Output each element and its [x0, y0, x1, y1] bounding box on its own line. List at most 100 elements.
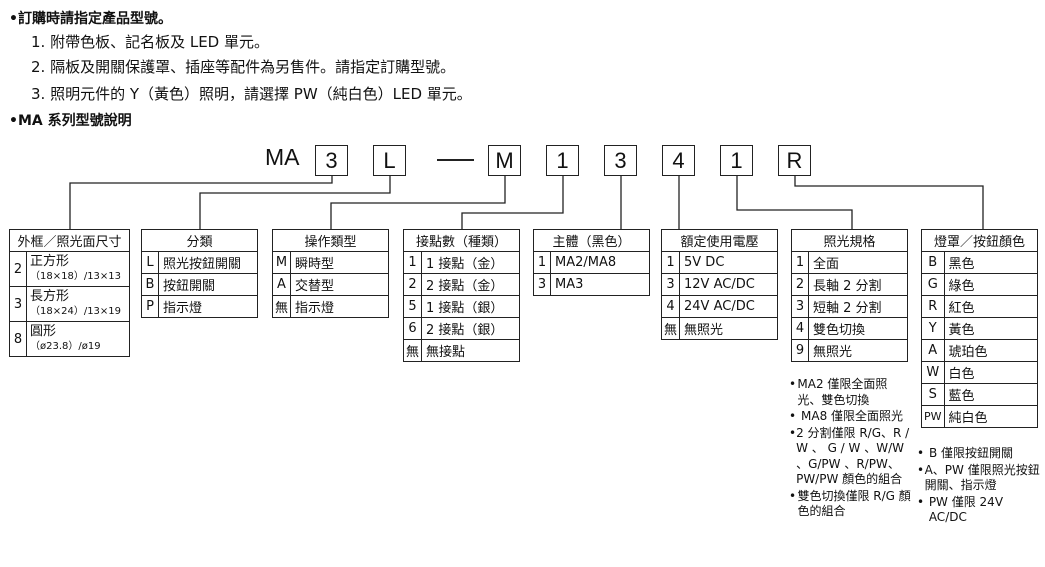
frame-dimensions: （ø23.8）/ø19 [30, 341, 101, 352]
lighting-label: 無照光 [808, 339, 908, 362]
category-code: L [141, 251, 159, 274]
category-label: 按鈕開關 [158, 273, 258, 296]
operation-header: 操作類型 [272, 229, 389, 252]
footnote-item: 2 分割僅限 R/G、R / W 、 G / W 、W/W 、G/PW 、R/P… [796, 425, 910, 487]
voltage-header: 額定使用電壓 [661, 229, 778, 252]
code-box-category: L [373, 145, 406, 176]
color-label: 綠色 [943, 273, 1039, 296]
body-code: 3 [533, 273, 551, 296]
model-prefix: MA [265, 144, 300, 170]
note-3: 3. 照明元件的 Y（黃色）照明，請選擇 PW（純白色）LED 單元。 [31, 85, 472, 103]
contacts-label: 2 接點（金） [421, 273, 520, 296]
color-label: 琥珀色 [943, 339, 1039, 362]
frame-dimensions: （18×24）/13×19 [30, 306, 122, 317]
color-code: W [921, 361, 945, 384]
voltage-code: 4 [660, 295, 681, 318]
footnote-item: 雙色切換僅限 R/G 顏色的組合 [797, 488, 911, 519]
color-code: PW [921, 405, 945, 428]
contacts-header: 接點數（種類） [403, 229, 520, 252]
lighting-code: 9 [791, 339, 809, 362]
category-code: P [141, 295, 159, 318]
voltage-label: 24V AC/DC [679, 295, 778, 318]
operation-code: A [271, 273, 292, 296]
category-header: 分類 [141, 229, 258, 252]
voltage-code: 無 [660, 317, 681, 340]
footnote-item: MA2 僅限全面照光、雙色切換 [797, 377, 888, 407]
color-code: S [921, 383, 945, 406]
operation-label: 瞬時型 [290, 251, 389, 274]
color-label: 紅色 [943, 295, 1039, 318]
contacts-code: 6 [402, 317, 423, 340]
category-code: B [141, 273, 159, 296]
frame-dimensions: （18×18）/13×13 [30, 271, 122, 282]
color-label: 白色 [943, 361, 1039, 384]
order-instruction-heading: •訂購時請指定產品型號。 [9, 11, 172, 27]
color-header: 燈罩／按鈕顏色 [921, 229, 1038, 252]
code-dash [437, 159, 474, 161]
category-label: 指示燈 [158, 295, 258, 318]
voltage-label: 5V DC [679, 251, 778, 274]
color-label: 藍色 [943, 383, 1039, 406]
table-row: 無指示燈 [271, 295, 389, 318]
series-heading: •MA 系列型號說明 [9, 113, 132, 129]
lighting-code: 3 [791, 295, 809, 318]
frame-code: 3 [9, 286, 27, 322]
code-box-color: R [778, 145, 811, 176]
frame-code: 8 [9, 321, 27, 357]
color-code: A [921, 339, 945, 362]
voltage-code: 1 [660, 251, 681, 274]
lighting-label: 雙色切換 [808, 317, 908, 340]
operation-label: 指示燈 [290, 295, 389, 318]
lighting-label: 短軸 2 分割 [808, 295, 908, 318]
code-box-voltage: 4 [662, 145, 695, 176]
footnote-item: A、PW 僅限照光按鈕開關、指示燈 [924, 462, 1040, 493]
lighting-code: 2 [791, 273, 809, 296]
voltage-label: 12V AC/DC [679, 273, 778, 296]
color-label: 黑色 [943, 251, 1039, 274]
contacts-code: 5 [402, 295, 423, 318]
contacts-label: 1 接點（銀） [421, 295, 520, 318]
category-label: 照光按鈕開關 [158, 251, 258, 274]
body-header: 主體（黑色） [533, 229, 650, 252]
color-label: 純白色 [943, 405, 1039, 428]
table-row: 無無照光 [660, 317, 778, 340]
footnote-item: MA8 僅限全面照光 [801, 409, 904, 423]
code-box-operation: M [488, 145, 521, 176]
body-label: MA3 [550, 273, 650, 296]
lighting-label: 長軸 2 分割 [808, 273, 908, 296]
table-row: 2 正方形（18×18）/13×13 [9, 251, 130, 287]
color-code: B [921, 251, 945, 274]
operation-code: 無 [271, 295, 292, 318]
code-box-frame: 3 [315, 145, 348, 176]
lighting-code: 4 [791, 317, 809, 340]
voltage-label: 無照光 [679, 317, 778, 340]
contacts-label: 無接點 [421, 339, 520, 362]
color-label: 黃色 [943, 317, 1039, 340]
lighting-label: 全面 [808, 251, 908, 274]
